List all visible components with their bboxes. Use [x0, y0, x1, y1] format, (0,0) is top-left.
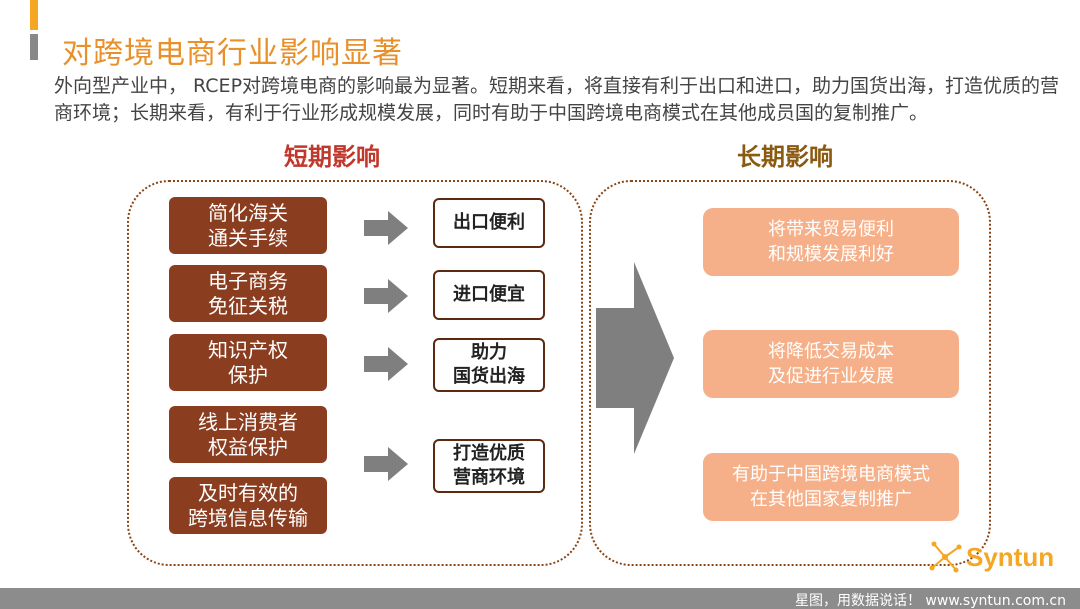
footer-text: 星图，用数据说话！ www.syntun.com.cn	[794, 593, 1066, 609]
arrow-right-icon	[364, 347, 408, 381]
effect-domestic-brands: 助力 国货出海	[433, 338, 545, 392]
page-title: 对跨境电商行业影响显著	[62, 36, 403, 71]
measure-data-transfer: 及时有效的 跨境信息传输	[169, 477, 327, 534]
logo-text: Syntun	[966, 541, 1055, 572]
logo-star-icon	[929, 541, 962, 573]
long-term-item-model: 有助于中国跨境电商模式 在其他国家复制推广	[703, 453, 959, 521]
measure-customs: 简化海关 通关手续	[169, 197, 327, 254]
effect-business-environment: 打造优质 营商环境	[433, 439, 545, 493]
arrow-right-icon	[364, 279, 408, 313]
title-accent-bar-gray	[30, 34, 38, 60]
effect-import: 进口便宜	[433, 270, 545, 320]
measure-consumer-protection: 线上消费者 权益保护	[169, 406, 327, 463]
syntun-logo: Syntun	[926, 538, 1054, 576]
short-term-title: 短期影响	[284, 143, 380, 171]
short-term-frame	[127, 180, 583, 566]
footer-bar: 星图，用数据说话！ www.syntun.com.cn	[0, 588, 1080, 609]
big-arrow-right-icon	[596, 262, 674, 454]
arrow-right-icon	[364, 211, 408, 245]
measure-ecommerce-tariff: 电子商务 免征关税	[169, 265, 327, 322]
long-term-item-trade: 将带来贸易便利 和规模发展利好	[703, 208, 959, 276]
long-term-title: 长期影响	[737, 143, 833, 171]
intro-paragraph: 外向型产业中， RCEP对跨境电商的影响最为显著。短期来看，将直接有利于出口和进…	[54, 75, 1060, 124]
arrow-right-icon	[364, 447, 408, 481]
long-term-frame	[589, 180, 991, 566]
long-term-item-cost: 将降低交易成本 及促进行业发展	[703, 330, 959, 398]
effect-export: 出口便利	[433, 198, 545, 248]
measure-ip-protection: 知识产权 保护	[169, 334, 327, 391]
title-accent-bar	[30, 0, 38, 30]
